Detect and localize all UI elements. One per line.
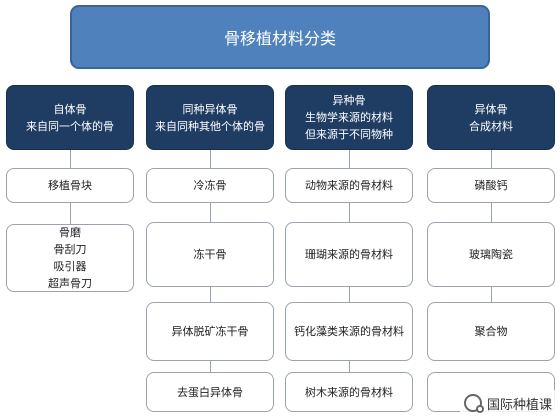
connector-line (349, 203, 350, 222)
connector-line (70, 203, 71, 224)
chat-bubble-icon (463, 394, 484, 413)
material-item: 异体脱矿冻干骨 (146, 302, 274, 361)
material-label: 聚合物 (474, 325, 508, 338)
category-label: 同种异体骨 (182, 102, 238, 116)
material-label: 吸引器 (53, 260, 87, 273)
material-label: 去蛋白异体骨 (177, 385, 243, 399)
material-label: 骨刮刀 (53, 243, 87, 256)
material-label: 玻璃陶瓷 (469, 248, 513, 261)
material-label: 超声骨刀 (48, 277, 92, 290)
material-item: 玻璃陶瓷 (427, 222, 555, 287)
material-label: 磷酸钙 (474, 179, 508, 192)
material-label: 树木来源的骨材料 (305, 385, 393, 399)
diagram-title-text: 骨移植材料分类 (223, 29, 336, 48)
category-label: 自体骨 (53, 102, 87, 116)
connector-line (491, 287, 492, 302)
category-desc: 合成材料 (469, 119, 513, 133)
material-label: 骨磨 (59, 226, 81, 239)
category-xenograft: 异种骨 生物学来源的材料 但来源于不同物种 (285, 85, 413, 150)
material-label: 钙化藻类来源的骨材料 (294, 325, 404, 338)
watermark: 国际种植课 (459, 390, 556, 416)
category-desc: 生物学来源的材料 (305, 111, 393, 124)
material-label: 珊瑚来源的骨材料 (305, 248, 393, 261)
material-label: 异体脱矿冻干骨 (171, 325, 249, 338)
category-desc: 但来源于不同物种 (305, 128, 393, 141)
connector-line (491, 150, 492, 168)
material-label: 移植骨块 (48, 179, 92, 192)
connector-line (70, 150, 71, 168)
connector-line (349, 150, 350, 168)
material-item: 聚合物 (427, 302, 555, 361)
material-item: 冻干骨 (146, 222, 274, 287)
category-label: 异体骨 (474, 102, 508, 116)
category-allograft: 同种异体骨 来自同种其他个体的骨 (146, 85, 274, 150)
connector-line (349, 287, 350, 302)
category-synthetic: 异体骨 合成材料 (427, 85, 555, 150)
category-desc: 来自同种其他个体的骨 (155, 119, 265, 133)
material-item: 骨磨 骨刮刀 吸引器 超声骨刀 (6, 224, 134, 292)
material-item: 树木来源的骨材料 (285, 372, 413, 412)
diagram-title: 骨移植材料分类 (70, 5, 490, 69)
material-label: 冷冻骨 (193, 179, 227, 192)
connector-line (210, 361, 211, 372)
category-desc: 来自同一个体的骨 (26, 119, 114, 133)
material-item: 磷酸钙 (427, 168, 555, 203)
watermark-text: 国际种植课 (486, 397, 552, 413)
connector-line (210, 287, 211, 302)
material-label: 动物来源的骨材料 (305, 179, 393, 192)
connector-line (349, 361, 350, 372)
connector-line (491, 203, 492, 222)
material-item: 去蛋白异体骨 (146, 372, 274, 412)
category-label: 异种骨 (332, 94, 366, 107)
material-item: 珊瑚来源的骨材料 (285, 222, 413, 287)
category-autograft: 自体骨 来自同一个体的骨 (6, 85, 134, 150)
connector-line (210, 203, 211, 222)
connector-line (210, 150, 211, 168)
material-item: 移植骨块 (6, 168, 134, 203)
material-label: 冻干骨 (193, 248, 227, 261)
material-item: 冷冻骨 (146, 168, 274, 203)
material-item: 钙化藻类来源的骨材料 (285, 302, 413, 361)
material-item: 动物来源的骨材料 (285, 168, 413, 203)
